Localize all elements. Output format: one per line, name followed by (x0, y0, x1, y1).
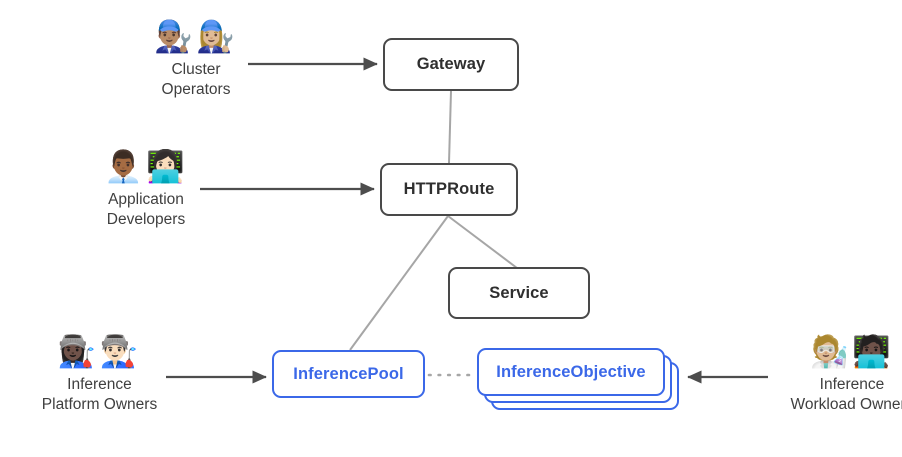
persona-application-developers: 👨🏾‍💼👩🏻‍💻 Application Developers (72, 152, 220, 231)
cluster-operators-label: Cluster Operators (161, 61, 231, 99)
application-developers-label: Application Developers (106, 191, 186, 229)
persona-inference-workload-owners: 🧑🏼‍🔬🧑🏿‍💻 Inference Workload Owners (762, 337, 902, 416)
node-httproute-label: HTTPRoute (403, 180, 495, 199)
application-developers-icon: 👨🏾‍💼👩🏻‍💻 (104, 149, 188, 185)
inference-workload-owners-icon: 🧑🏼‍🔬🧑🏿‍💻 (810, 334, 894, 370)
inference-platform-owners-label: Inference Platform Owners (41, 376, 158, 414)
node-httproute[interactable]: HTTPRoute (380, 163, 518, 216)
node-inferenceobjective-label: InferenceObjective (496, 362, 646, 381)
node-inferenceobjective[interactable]: InferenceObjective (477, 348, 665, 396)
inference-workload-owners-label: Inference Workload Owners (790, 376, 902, 414)
node-service[interactable]: Service (448, 267, 590, 319)
node-gateway-label: Gateway (416, 55, 486, 74)
node-inferencepool-label: InferencePool (293, 364, 404, 383)
connector-httproute-inferencepool (349, 215, 449, 351)
inference-platform-owners-icon: 👩🏿‍🏭👨🏻‍🏭 (57, 334, 142, 370)
connector-httproute-service (447, 215, 518, 269)
cluster-operators-icon: 👨🏽‍🔧👩🏼‍🔧 (154, 19, 238, 55)
node-inferencepool[interactable]: InferencePool (272, 350, 425, 398)
node-gateway[interactable]: Gateway (383, 38, 519, 91)
persona-inference-platform-owners: 👩🏿‍🏭👨🏻‍🏭 Inference Platform Owners (12, 337, 187, 416)
node-service-label: Service (489, 283, 549, 302)
persona-cluster-operators: 👨🏽‍🔧👩🏼‍🔧 Cluster Operators (125, 22, 267, 101)
connector-gateway-httproute (448, 90, 452, 164)
